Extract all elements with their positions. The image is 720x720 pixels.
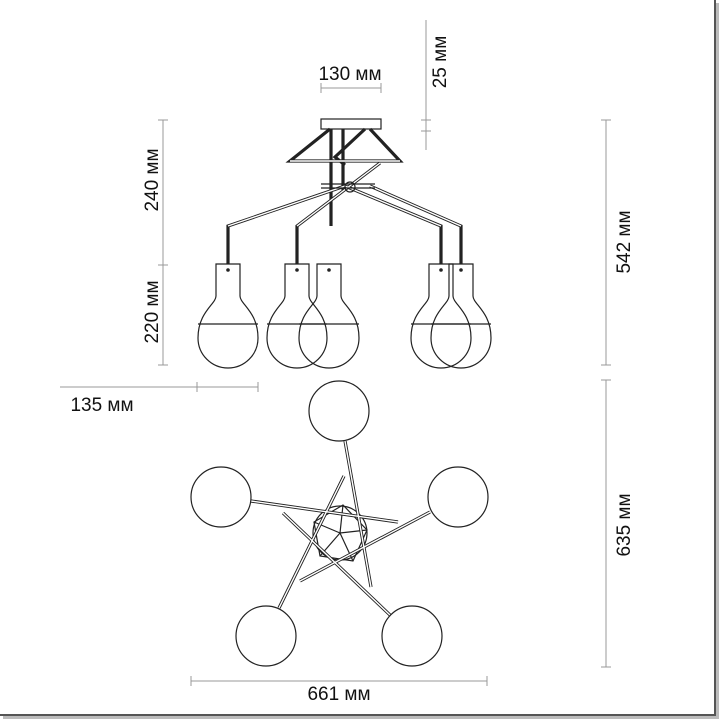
side-view <box>197 118 492 369</box>
globe-bottom-left <box>235 605 297 667</box>
upper-height-label: 240 мм <box>142 148 163 211</box>
canopy-width-label: 130 мм <box>318 64 381 85</box>
top-view <box>190 380 489 667</box>
shade-height-label: 220 мм <box>142 280 163 343</box>
canopy-height-label: 25 мм <box>430 36 451 89</box>
globe-top <box>308 380 370 442</box>
side-bulbs <box>197 263 492 369</box>
side-bulb <box>197 263 259 369</box>
side-rods <box>226 127 463 264</box>
side-bulb <box>410 263 472 369</box>
globe-right <box>427 466 489 528</box>
side-bulb <box>430 263 492 369</box>
width-label: 661 мм <box>307 684 370 705</box>
canopy <box>320 118 382 130</box>
shade-diameter-label: 135 мм <box>70 395 133 416</box>
globe-bottom-right <box>381 605 443 667</box>
dimension-lines <box>60 20 611 686</box>
depth-label: 635 мм <box>614 493 635 556</box>
globe-left <box>190 466 252 528</box>
side-bulb <box>298 263 360 369</box>
total-height-label: 542 мм <box>614 210 635 273</box>
side-bulb <box>266 263 328 369</box>
